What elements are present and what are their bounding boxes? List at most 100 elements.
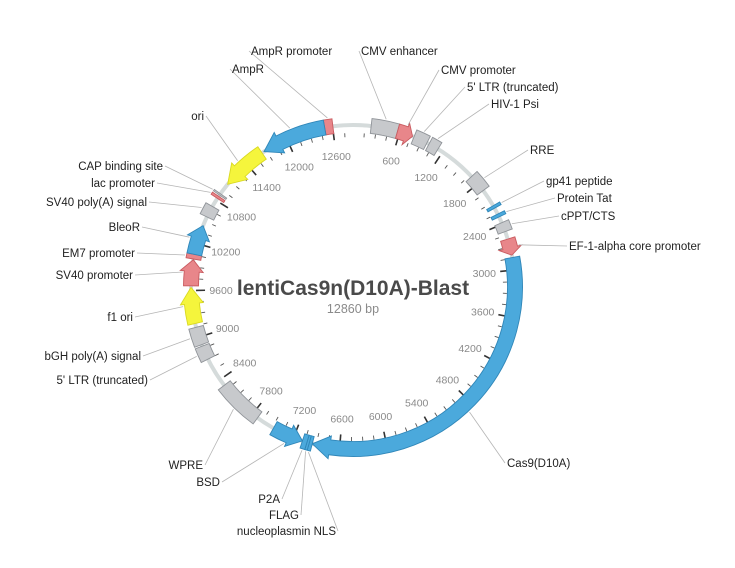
label-bgh[interactable]: bGH poly(A) signal	[44, 351, 141, 363]
feature-ori[interactable]	[227, 146, 267, 185]
label-em7[interactable]: EM7 promoter	[62, 248, 135, 260]
label-tat[interactable]: Protein Tat	[557, 193, 613, 205]
label-cmv-promoter[interactable]: CMV promoter	[441, 65, 516, 77]
minor-tick	[306, 430, 309, 435]
leader-bleor	[141, 226, 190, 238]
plasmid-name: lentiCas9n(D10A)-Blast	[237, 277, 469, 300]
major-tick	[223, 370, 233, 378]
minor-tick	[275, 416, 279, 421]
feature-gp41[interactable]	[486, 201, 502, 213]
label-bsd[interactable]: BSD	[196, 477, 220, 489]
minor-tick	[490, 346, 495, 349]
minor-tick	[310, 138, 313, 143]
feature-bsd[interactable]	[269, 420, 304, 448]
leader-bgh	[142, 338, 191, 357]
minor-tick	[460, 180, 465, 184]
tick-label: 12000	[285, 162, 314, 174]
tick-label: 3000	[473, 268, 497, 280]
label-ampr-promoter[interactable]: AmpR promoter	[251, 46, 332, 58]
minor-tick	[207, 234, 212, 237]
minor-tick	[321, 135, 324, 141]
feature-bleor[interactable]	[186, 224, 211, 257]
feature-ampr-promoter[interactable]	[322, 118, 335, 136]
feature-cap[interactable]	[212, 188, 228, 200]
leader-hiv-psi	[437, 103, 490, 139]
label-flag[interactable]: FLAG	[269, 510, 299, 522]
minor-tick	[481, 206, 485, 210]
feature-cppt[interactable]	[494, 219, 513, 235]
feature-ampr[interactable]	[263, 119, 327, 154]
tick-label: 10800	[227, 211, 256, 223]
label-hiv-psi[interactable]: HIV-1 Psi	[491, 99, 539, 111]
label-p2a[interactable]: P2A	[258, 494, 280, 506]
minor-tick	[212, 224, 217, 227]
label-ampr[interactable]: AmpR	[232, 64, 264, 76]
label-lacp[interactable]: lac promoter	[91, 178, 155, 190]
minor-tick	[415, 423, 418, 428]
label-bleor[interactable]: BleoR	[109, 222, 140, 234]
label-ef1a[interactable]: EF-1-alpha core promoter	[569, 241, 701, 253]
minor-tick	[474, 197, 479, 201]
feature-sv40p[interactable]	[179, 259, 205, 287]
leader-ef1a	[518, 244, 568, 247]
minor-tick	[233, 381, 237, 385]
label-ltr5b[interactable]: 5' LTR (truncated)	[57, 375, 149, 387]
label-cppt[interactable]: cPPT/CTS	[561, 211, 616, 223]
minor-tick	[203, 322, 208, 325]
feature-ef1a[interactable]	[497, 236, 523, 256]
minor-tick	[300, 142, 303, 147]
minor-tick	[497, 325, 502, 328]
minor-tick	[228, 194, 233, 199]
tick-label: 4200	[458, 343, 482, 355]
feature-f1ori[interactable]	[179, 286, 205, 326]
feature-lacp[interactable]	[210, 191, 226, 204]
feature-cmv-enhancer[interactable]	[369, 118, 401, 140]
label-cap[interactable]: CAP binding site	[78, 161, 163, 173]
minor-tick	[498, 248, 503, 251]
label-f1ori[interactable]: f1 ori	[107, 312, 133, 324]
label-sv40pa[interactable]: SV40 poly(A) signal	[46, 197, 147, 209]
minor-tick	[373, 435, 375, 440]
label-wpre[interactable]: WPRE	[169, 460, 204, 472]
feature-hiv-psi[interactable]	[424, 136, 443, 157]
minor-tick	[201, 256, 207, 258]
feature-p2a[interactable]	[299, 433, 310, 451]
minor-tick	[266, 410, 270, 415]
feature-cmv-promoter[interactable]	[394, 121, 414, 147]
tick-label: 4800	[436, 374, 460, 386]
feature-rre[interactable]	[465, 170, 490, 196]
feature-ltr5b[interactable]	[194, 342, 216, 364]
feature-track	[179, 118, 523, 460]
leader-p2a	[281, 450, 303, 500]
label-leaders	[134, 50, 568, 532]
feature-wpre[interactable]	[217, 380, 263, 425]
minor-tick	[480, 365, 485, 369]
label-ori[interactable]: ori	[191, 111, 204, 123]
minor-tick	[434, 412, 438, 417]
minor-tick	[285, 421, 289, 426]
label-rre[interactable]: RRE	[530, 145, 555, 157]
leader-lacp	[156, 182, 211, 193]
minor-tick	[260, 163, 264, 167]
tick-label: 6000	[369, 411, 393, 423]
minor-tick	[494, 335, 499, 339]
tick-label: 5400	[405, 398, 429, 410]
feature-tat[interactable]	[490, 210, 507, 221]
minor-tick	[426, 152, 429, 157]
leader-bsd	[221, 443, 285, 483]
leader-gp41	[501, 180, 545, 203]
minor-tick	[248, 397, 252, 401]
feature-ltr5[interactable]	[410, 129, 431, 151]
feature-sv40pa[interactable]	[199, 202, 220, 221]
minor-tick	[486, 216, 491, 220]
label-ltr5[interactable]: 5' LTR (truncated)	[467, 82, 559, 94]
feature-bgh[interactable]	[188, 324, 210, 348]
label-nls[interactable]: nucleoplasmin NLS	[237, 526, 336, 538]
label-sv40p[interactable]: SV40 promoter	[56, 270, 134, 282]
label-cas9[interactable]: Cas9(D10A)	[507, 458, 570, 470]
tick-label: 9000	[216, 323, 240, 335]
label-gp41[interactable]: gp41 peptide	[546, 176, 613, 188]
label-cmv-enhancer[interactable]: CMV enhancer	[361, 46, 438, 58]
minor-tick	[201, 311, 206, 314]
